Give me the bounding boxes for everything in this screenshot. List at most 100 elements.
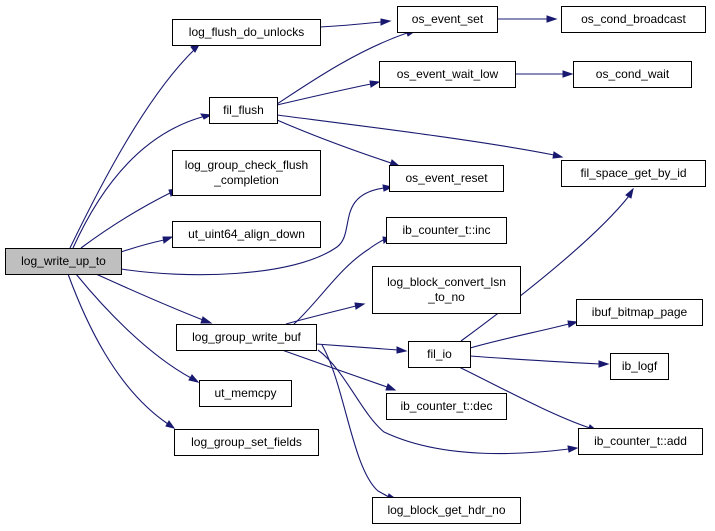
edge-line: [67, 273, 169, 425]
arrowhead-icon: [567, 445, 579, 453]
edge-line: [317, 349, 570, 455]
node-ut-memcpy[interactable]: ut_memcpy: [199, 380, 292, 407]
node-box: [172, 221, 321, 248]
edge-line: [293, 239, 384, 325]
arrowhead-icon: [598, 360, 610, 368]
arrowhead-icon: [200, 113, 213, 120]
arrowhead-icon: [552, 151, 564, 159]
node-label: ib_counter_t::add: [594, 434, 687, 448]
node-label: ib_logf: [622, 359, 658, 373]
node-os-event-set[interactable]: os_event_set: [397, 6, 498, 33]
edge-line: [469, 355, 601, 365]
arrowhead-icon: [380, 18, 392, 26]
edge-line: [315, 343, 399, 351]
node-box: [386, 217, 507, 244]
node-log-block-convert-lsn-to-no[interactable]: log_block_convert_lsn_to_no: [372, 266, 521, 314]
edge-line: [321, 344, 390, 498]
node-log-group-write-buf[interactable]: log_group_write_buf: [176, 324, 317, 351]
edge-line: [276, 32, 408, 105]
edge-line: [285, 305, 357, 325]
node-os-cond-broadcast[interactable]: os_cond_broadcast: [561, 6, 706, 33]
node-ut-uint64-align-down[interactable]: ut_uint64_align_down: [172, 221, 321, 248]
node-ib-counter-t-add[interactable]: ib_counter_t::add: [578, 428, 703, 455]
arrowhead-icon: [162, 236, 174, 244]
node-box: [372, 497, 521, 524]
edge-line: [276, 119, 392, 164]
node-label: log_write_up_to: [21, 254, 106, 268]
node-box: [172, 19, 321, 46]
node-label: ut_memcpy: [214, 386, 276, 400]
node-log-group-check-flush-completion[interactable]: log_group_check_flush_completion: [172, 150, 321, 196]
edge-log_write_up_to-to-fil_flush: [72, 113, 213, 249]
node-fil-flush[interactable]: fil_flush: [209, 97, 278, 124]
node-os-event-wait-low[interactable]: os_event_wait_low: [379, 61, 516, 88]
node-box: [408, 341, 471, 368]
node-box: [199, 380, 292, 407]
node-box: [379, 61, 516, 88]
node-box: [397, 6, 498, 33]
edge-fil_flush-to-os_event_reset: [276, 119, 401, 167]
node-label: os_cond_wait: [596, 67, 670, 81]
node-label: fil_io: [427, 347, 452, 361]
node-label: os_event_reset: [405, 171, 488, 185]
edge-log_write_up_to-to-ut_memcpy: [75, 273, 200, 383]
arrowhead-icon: [369, 80, 381, 88]
edge-log_write_up_to-to-log_group_write_buf: [95, 273, 213, 324]
node-box: [573, 61, 692, 88]
node-log-flush-do-unlocks[interactable]: log_flush_do_unlocks: [172, 19, 321, 46]
node-label: log_group_write_buf: [192, 330, 301, 344]
edge-log_write_up_to-to-ut_uint64_align_down: [120, 236, 174, 253]
node-box: [561, 160, 706, 187]
edge-layer: [67, 15, 634, 501]
edge-os_event_wait_low-to-os_cond_wait: [515, 70, 574, 78]
node-label: ib_counter_t::dec: [400, 399, 492, 413]
arrowhead-icon: [546, 15, 558, 23]
node-box: [389, 165, 504, 192]
node-ibuf-bitmap-page[interactable]: ibuf_bitmap_page: [576, 299, 703, 326]
edge-fil_io-to-ibuf_bitmap_page: [469, 320, 579, 349]
node-log-write-up-to: log_write_up_to: [5, 248, 122, 275]
node-fil-io[interactable]: fil_io: [408, 341, 471, 368]
node-ib-counter-t-inc[interactable]: ib_counter_t::inc: [386, 217, 507, 244]
node-log-block-get-hdr-no[interactable]: log_block_get_hdr_no: [372, 497, 521, 524]
node-ib-counter-t-dec[interactable]: ib_counter_t::dec: [386, 393, 507, 420]
node-ib-logf[interactable]: ib_logf: [610, 353, 669, 380]
arrowhead-icon: [165, 420, 176, 429]
edge-log_group_write_buf-to-log_block_convert_lsn_to_no: [285, 302, 366, 325]
edge-line: [319, 21, 382, 28]
node-box: [174, 429, 319, 456]
edge-fil_flush-to-os_event_wait_low: [276, 80, 381, 106]
node-label: os_event_set: [412, 12, 484, 26]
node-os-cond-wait[interactable]: os_cond_wait: [573, 61, 692, 88]
edge-line: [120, 187, 385, 276]
edge-line: [95, 273, 204, 321]
node-layer: log_write_up_to log_flush_do_unlocks fil_f…: [5, 6, 706, 524]
arrowhead-icon: [562, 70, 574, 78]
edge-log_group_write_buf-to-ib_counter_t_dec: [281, 349, 397, 391]
arrowhead-icon: [354, 302, 366, 310]
node-log-group-set-fields[interactable]: log_group_set_fields: [174, 429, 319, 456]
edge-line: [458, 366, 591, 429]
arrowhead-icon: [567, 320, 579, 328]
node-fil-space-get-by-id[interactable]: fil_space_get_by_id: [561, 160, 706, 187]
node-label: os_cond_broadcast: [581, 12, 686, 26]
arrowhead-icon: [625, 187, 634, 199]
node-box: [561, 6, 706, 33]
node-label: _to_no: [427, 290, 465, 304]
node-box: [576, 299, 703, 326]
edge-line: [469, 323, 570, 349]
edge-line: [276, 83, 372, 106]
node-label: _completion: [213, 173, 279, 187]
edge-fil_io-to-fil_space_get_by_id: [460, 187, 634, 342]
node-label: log_group_set_fields: [191, 435, 302, 449]
arrowhead-icon: [396, 346, 408, 354]
edge-line: [276, 114, 555, 156]
node-os-event-reset[interactable]: os_event_reset: [389, 165, 504, 192]
node-label: os_event_wait_low: [397, 67, 499, 81]
edge-fil_io-to-ib_logf: [469, 355, 610, 368]
node-label: log_block_convert_lsn: [387, 275, 506, 289]
node-box: [172, 150, 321, 196]
edge-log_flush_do_unlocks-to-os_event_set: [319, 18, 392, 28]
edge-line: [80, 192, 171, 249]
